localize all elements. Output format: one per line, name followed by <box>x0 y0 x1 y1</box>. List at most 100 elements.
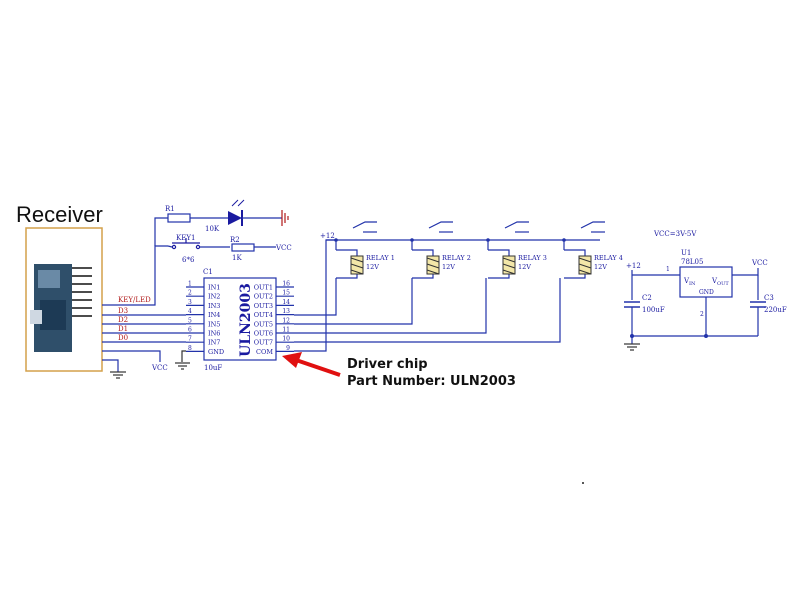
relay-coil-winding <box>502 257 516 263</box>
relay-wire <box>564 274 586 279</box>
pin-label-d1: D1 <box>118 325 128 333</box>
ic-pin-number: 7 <box>188 336 192 343</box>
regulator-section: VCC=3V-5V U1 78L05 V IN V OUT GND 1 2 +1… <box>624 230 787 351</box>
relay-voltage: 12V <box>594 263 607 271</box>
relay-coil-winding <box>426 257 440 263</box>
regulator-gnd-label: GND <box>699 289 714 296</box>
relay-label: RELAY 4 <box>594 254 623 262</box>
relay-wire <box>488 249 510 256</box>
relay-coil-winding <box>350 263 364 269</box>
resistor-r1 <box>167 213 191 223</box>
ground-icon <box>175 362 190 370</box>
relay-coil-winding <box>502 263 516 269</box>
ic-pin-name: IN3 <box>208 302 220 310</box>
ic-pin-number: 10 <box>282 336 290 343</box>
ground-icon <box>624 343 640 351</box>
ic-pin-name: IN4 <box>208 311 220 319</box>
resistor-r2 <box>231 243 255 252</box>
relay-voltage: 12V <box>518 263 531 271</box>
ic-pin-name: IN5 <box>208 320 220 328</box>
ground-icon <box>110 371 126 379</box>
relay-wire <box>336 249 358 256</box>
junction-dot <box>486 238 490 242</box>
ic-pin-number: 14 <box>282 299 290 306</box>
relay-contact <box>580 221 605 229</box>
r2-value: 1K <box>232 254 242 262</box>
relay-contact <box>428 221 453 229</box>
ic-pin-name: IN1 <box>208 284 220 292</box>
key-size-label: 6*6 <box>182 256 195 264</box>
relay-wire <box>412 249 434 256</box>
ic-pin-number: 12 <box>282 317 290 324</box>
ic-pin-number: 6 <box>188 327 192 334</box>
relay-wire <box>336 274 358 279</box>
ic-pin-number: 9 <box>286 345 290 352</box>
relay-coil-winding <box>350 269 364 275</box>
relay-voltage: 12V <box>366 263 379 271</box>
ic-pin-name: OUT6 <box>254 330 273 338</box>
relay-wire <box>488 274 510 279</box>
vcc-range-label: VCC=3V-5V <box>653 230 697 238</box>
relay-label: RELAY 1 <box>366 254 395 262</box>
pin-label-d2: D2 <box>118 316 128 324</box>
regulator-supply-label: +12 <box>626 262 641 270</box>
relay-wire <box>412 274 434 279</box>
pin-label-d3: D3 <box>118 307 128 315</box>
ic-ref: C1 <box>203 268 213 276</box>
ic-pin-number: 1 <box>188 281 192 288</box>
ic-pin-name: GND <box>208 348 224 356</box>
r1-value: 10K <box>205 225 220 233</box>
relay-label: RELAY 3 <box>518 254 547 262</box>
pin-label-d0: D0 <box>118 334 128 342</box>
pin-label-key-led: KEY/LED <box>118 296 151 304</box>
regulator-part: 78L05 <box>681 258 703 266</box>
receiver-vcc-label: VCC <box>151 364 168 372</box>
relay-contact <box>352 221 377 229</box>
c2-value: 100uF <box>642 306 665 314</box>
relay-coil-winding <box>578 257 592 263</box>
receiver-pin-labels: KEY/LED D3 D2 D1 D0 <box>118 296 151 342</box>
ic-pin-number: 13 <box>282 308 290 315</box>
regulator-pin-in: 1 <box>666 266 670 273</box>
ic-pin-name: OUT1 <box>254 284 273 292</box>
ic-pin-name: OUT2 <box>254 293 273 301</box>
led-icon <box>228 199 245 226</box>
relay-coil-winding <box>426 263 440 269</box>
capacitor-c2: C2 100uF <box>624 294 665 336</box>
relay-coil-winding <box>426 269 440 275</box>
c2-label: C2 <box>642 294 652 302</box>
regulator-pin-gnd: 2 <box>700 311 704 318</box>
ic-pin-name: OUT7 <box>254 339 273 347</box>
relay-contact <box>504 221 529 229</box>
ic-pin-number: 8 <box>188 345 192 352</box>
regulator-vcc-label: VCC <box>751 259 768 267</box>
junction-dot <box>410 238 414 242</box>
vin-sub-label: IN <box>689 281 696 287</box>
receiver-title: Receiver <box>16 202 103 227</box>
regulator-ref: U1 <box>681 249 691 257</box>
ic-pin-number: 2 <box>188 290 192 297</box>
ic-pin-name: COM <box>256 348 273 356</box>
annotation-line2: Part Number: ULN2003 <box>347 374 516 389</box>
ic-pin-name: OUT3 <box>254 302 273 310</box>
led-branch: R1 10K KEY1 6*6 R2 1K VCC <box>154 199 292 264</box>
ic-pin-number: 11 <box>282 327 290 334</box>
relay-coil-winding <box>502 269 516 275</box>
c3-value: 220uF <box>764 306 787 314</box>
vout-label: V <box>711 277 718 285</box>
relay-supply-label: +12 <box>320 232 335 240</box>
ic-pin-name: IN7 <box>208 339 220 347</box>
led-vcc-label: VCC <box>275 244 292 252</box>
relay-voltage: 12V <box>442 263 455 271</box>
relay-coil-winding <box>350 257 364 263</box>
ic-pin-name: OUT4 <box>254 311 273 319</box>
ground-icon <box>281 210 289 226</box>
arrow-icon <box>282 352 302 368</box>
ic-pin-number: 4 <box>188 308 192 315</box>
ic-pin-name: IN2 <box>208 293 220 301</box>
ic-pin-name: IN6 <box>208 330 220 338</box>
